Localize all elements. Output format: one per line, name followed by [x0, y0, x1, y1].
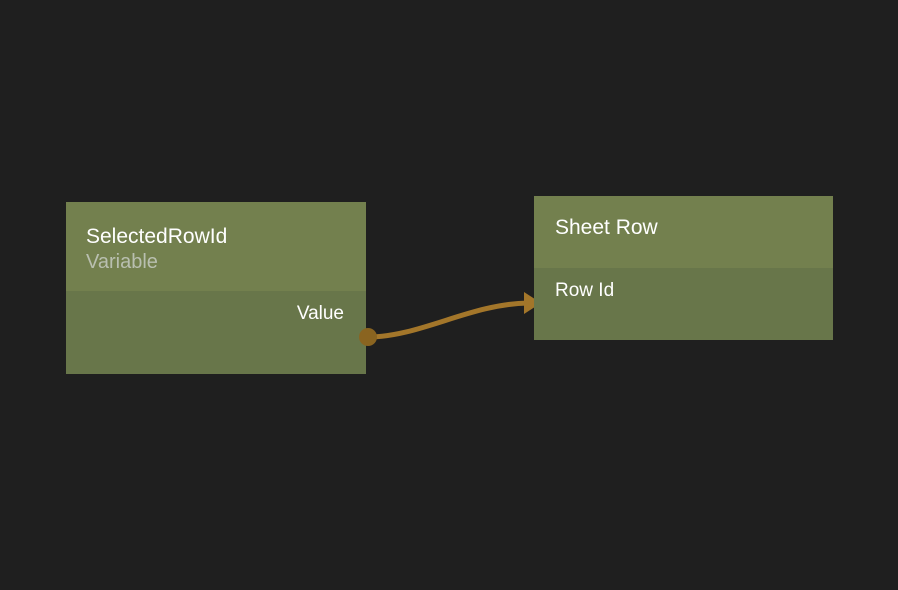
connection-wire[interactable] [365, 300, 531, 340]
output-port-row-value[interactable]: Value [66, 291, 366, 337]
node-selectedrowid[interactable]: SelectedRowId Variable Value [66, 202, 366, 374]
output-port-label: Value [296, 303, 344, 324]
node-header[interactable]: SelectedRowId Variable [66, 202, 366, 291]
node-body: Value [66, 291, 366, 374]
node-header[interactable]: Sheet Row [534, 196, 833, 268]
node-sheet-row[interactable]: Sheet Row Row Id [534, 196, 833, 340]
input-port-label: Row Id [555, 280, 615, 301]
node-title: Sheet Row [555, 216, 658, 239]
node-subtitle: Variable [86, 251, 158, 273]
input-port-row-row-id[interactable]: Row Id [534, 268, 833, 314]
node-body: Row Id [534, 268, 833, 340]
node-title: SelectedRowId [86, 225, 228, 248]
